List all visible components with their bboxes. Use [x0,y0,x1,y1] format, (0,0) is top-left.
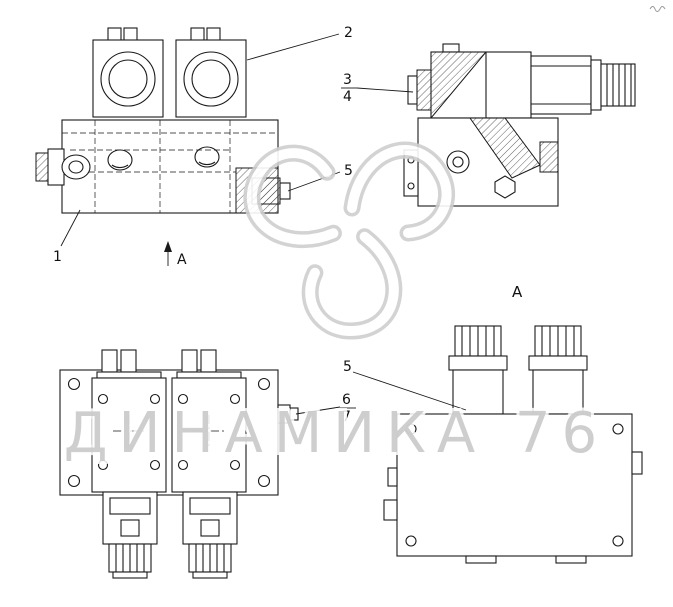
threaded-end-cap [600,63,636,107]
top-view-assembly: A [383,283,643,564]
section-arrow: A [164,241,187,268]
coil-ring-outer [183,51,239,107]
watermark-logo-icon [243,141,456,340]
screw [177,459,189,471]
screw [97,459,109,471]
screw [229,393,241,405]
port-opening-right [194,146,220,168]
side-view-assembly: A [35,27,291,268]
callout-5-top: 5 [343,359,352,375]
arrow-up-icon [164,241,172,252]
solenoid-coil-left [92,27,164,118]
bolt-hole [405,423,417,435]
callout-1-leader [60,209,81,247]
cap-left [448,325,508,415]
bolt-hole [405,535,417,547]
front-view-assembly [59,349,299,579]
callout-3-4-leader [356,87,414,93]
plate-hole [67,474,81,488]
connector-block [182,491,238,545]
right-port [631,451,643,475]
screw [149,393,161,405]
callout-7: 7 [342,409,351,425]
watermark: ДИНАМИКА 76 ДИНАМИКА 76 [61,398,608,469]
foot-tab [465,555,497,564]
bolt-hole [612,535,624,547]
manifold-block-top [383,413,643,564]
hex-plug [494,175,516,199]
valve-module-left [91,349,167,579]
plate-hole [67,377,81,391]
coil-ring-outer [100,51,156,107]
corner-mark [649,6,666,12]
screw [229,459,241,471]
connector-block [102,491,158,545]
section-arrow-label: A [177,252,187,268]
threaded-plug [108,543,152,579]
left-port [383,499,398,521]
callout-4: 4 [343,89,352,105]
section-view-assembly [403,43,636,207]
screw [149,459,161,471]
solenoid-coil-right [175,27,247,118]
plate-hole [257,377,271,391]
coil-ring-inner [108,59,148,99]
coil-ring-inner [191,59,231,99]
left-port-fitting [35,148,91,186]
cap-right [528,325,588,415]
watermark-halo: ДИНАМИКА 76 [64,401,608,466]
side-fitting-6-7 [277,404,299,424]
callout-6-7-leader [295,406,341,415]
valve-housing-section [430,43,532,120]
left-port [387,467,398,487]
callout-2: 2 [344,25,353,41]
port-opening-left [107,149,133,171]
bolt-hole [612,423,624,435]
callout-2-leader [246,33,340,61]
pilot-fitting [407,69,432,111]
view-a-label: A [512,283,523,301]
threaded-plug [188,543,232,579]
solenoid-coil-section [530,55,636,115]
foot-tab [555,555,587,564]
callout-5-top-leader [352,371,467,411]
callout-1: 1 [53,249,62,265]
callout-5-side: 5 [344,163,353,179]
callout-6: 6 [342,392,351,408]
bore-circle [446,150,470,174]
plate-hole [257,474,271,488]
callout-3: 3 [343,72,352,88]
screw [177,393,189,405]
watermark-text: ДИНАМИКА 76 [64,401,608,466]
valve-block-side [35,119,291,214]
screw [97,393,109,405]
valve-module-right [171,349,247,579]
